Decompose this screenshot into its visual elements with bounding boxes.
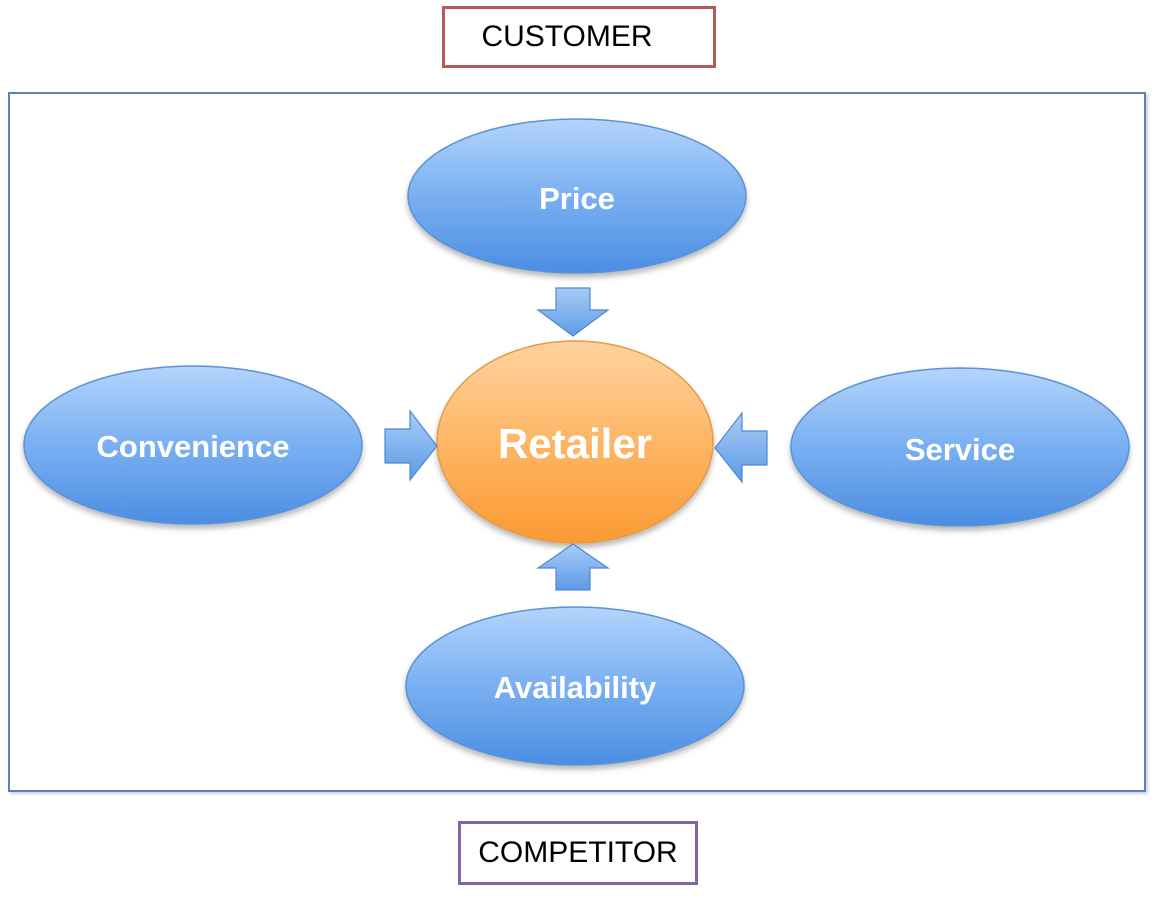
factor-label-top: Price (539, 181, 615, 216)
factor-label-left: Convenience (97, 429, 290, 464)
center-node: Retailer (436, 340, 714, 544)
center-label: Retailer (498, 420, 652, 467)
factor-label-right: Service (905, 432, 1015, 467)
arrow-down-icon (536, 287, 610, 337)
factor-label-bottom: Availability (494, 670, 657, 705)
arrow-right-icon (384, 409, 438, 482)
competitor-label-box: COMPETITOR (458, 821, 698, 885)
diagram-frame (8, 92, 1146, 792)
factor-node-bottom: Availability (405, 606, 745, 766)
factor-node-top: Price (407, 118, 747, 274)
factor-node-left: Convenience (23, 365, 363, 525)
arrow-up-icon (536, 543, 610, 591)
customer-label: CUSTOMER (481, 20, 653, 53)
arrow-left-icon (714, 411, 768, 484)
competitor-label: COMPETITOR (478, 836, 678, 869)
customer-label-box: CUSTOMER (442, 6, 716, 68)
factor-node-right: Service (790, 367, 1130, 527)
